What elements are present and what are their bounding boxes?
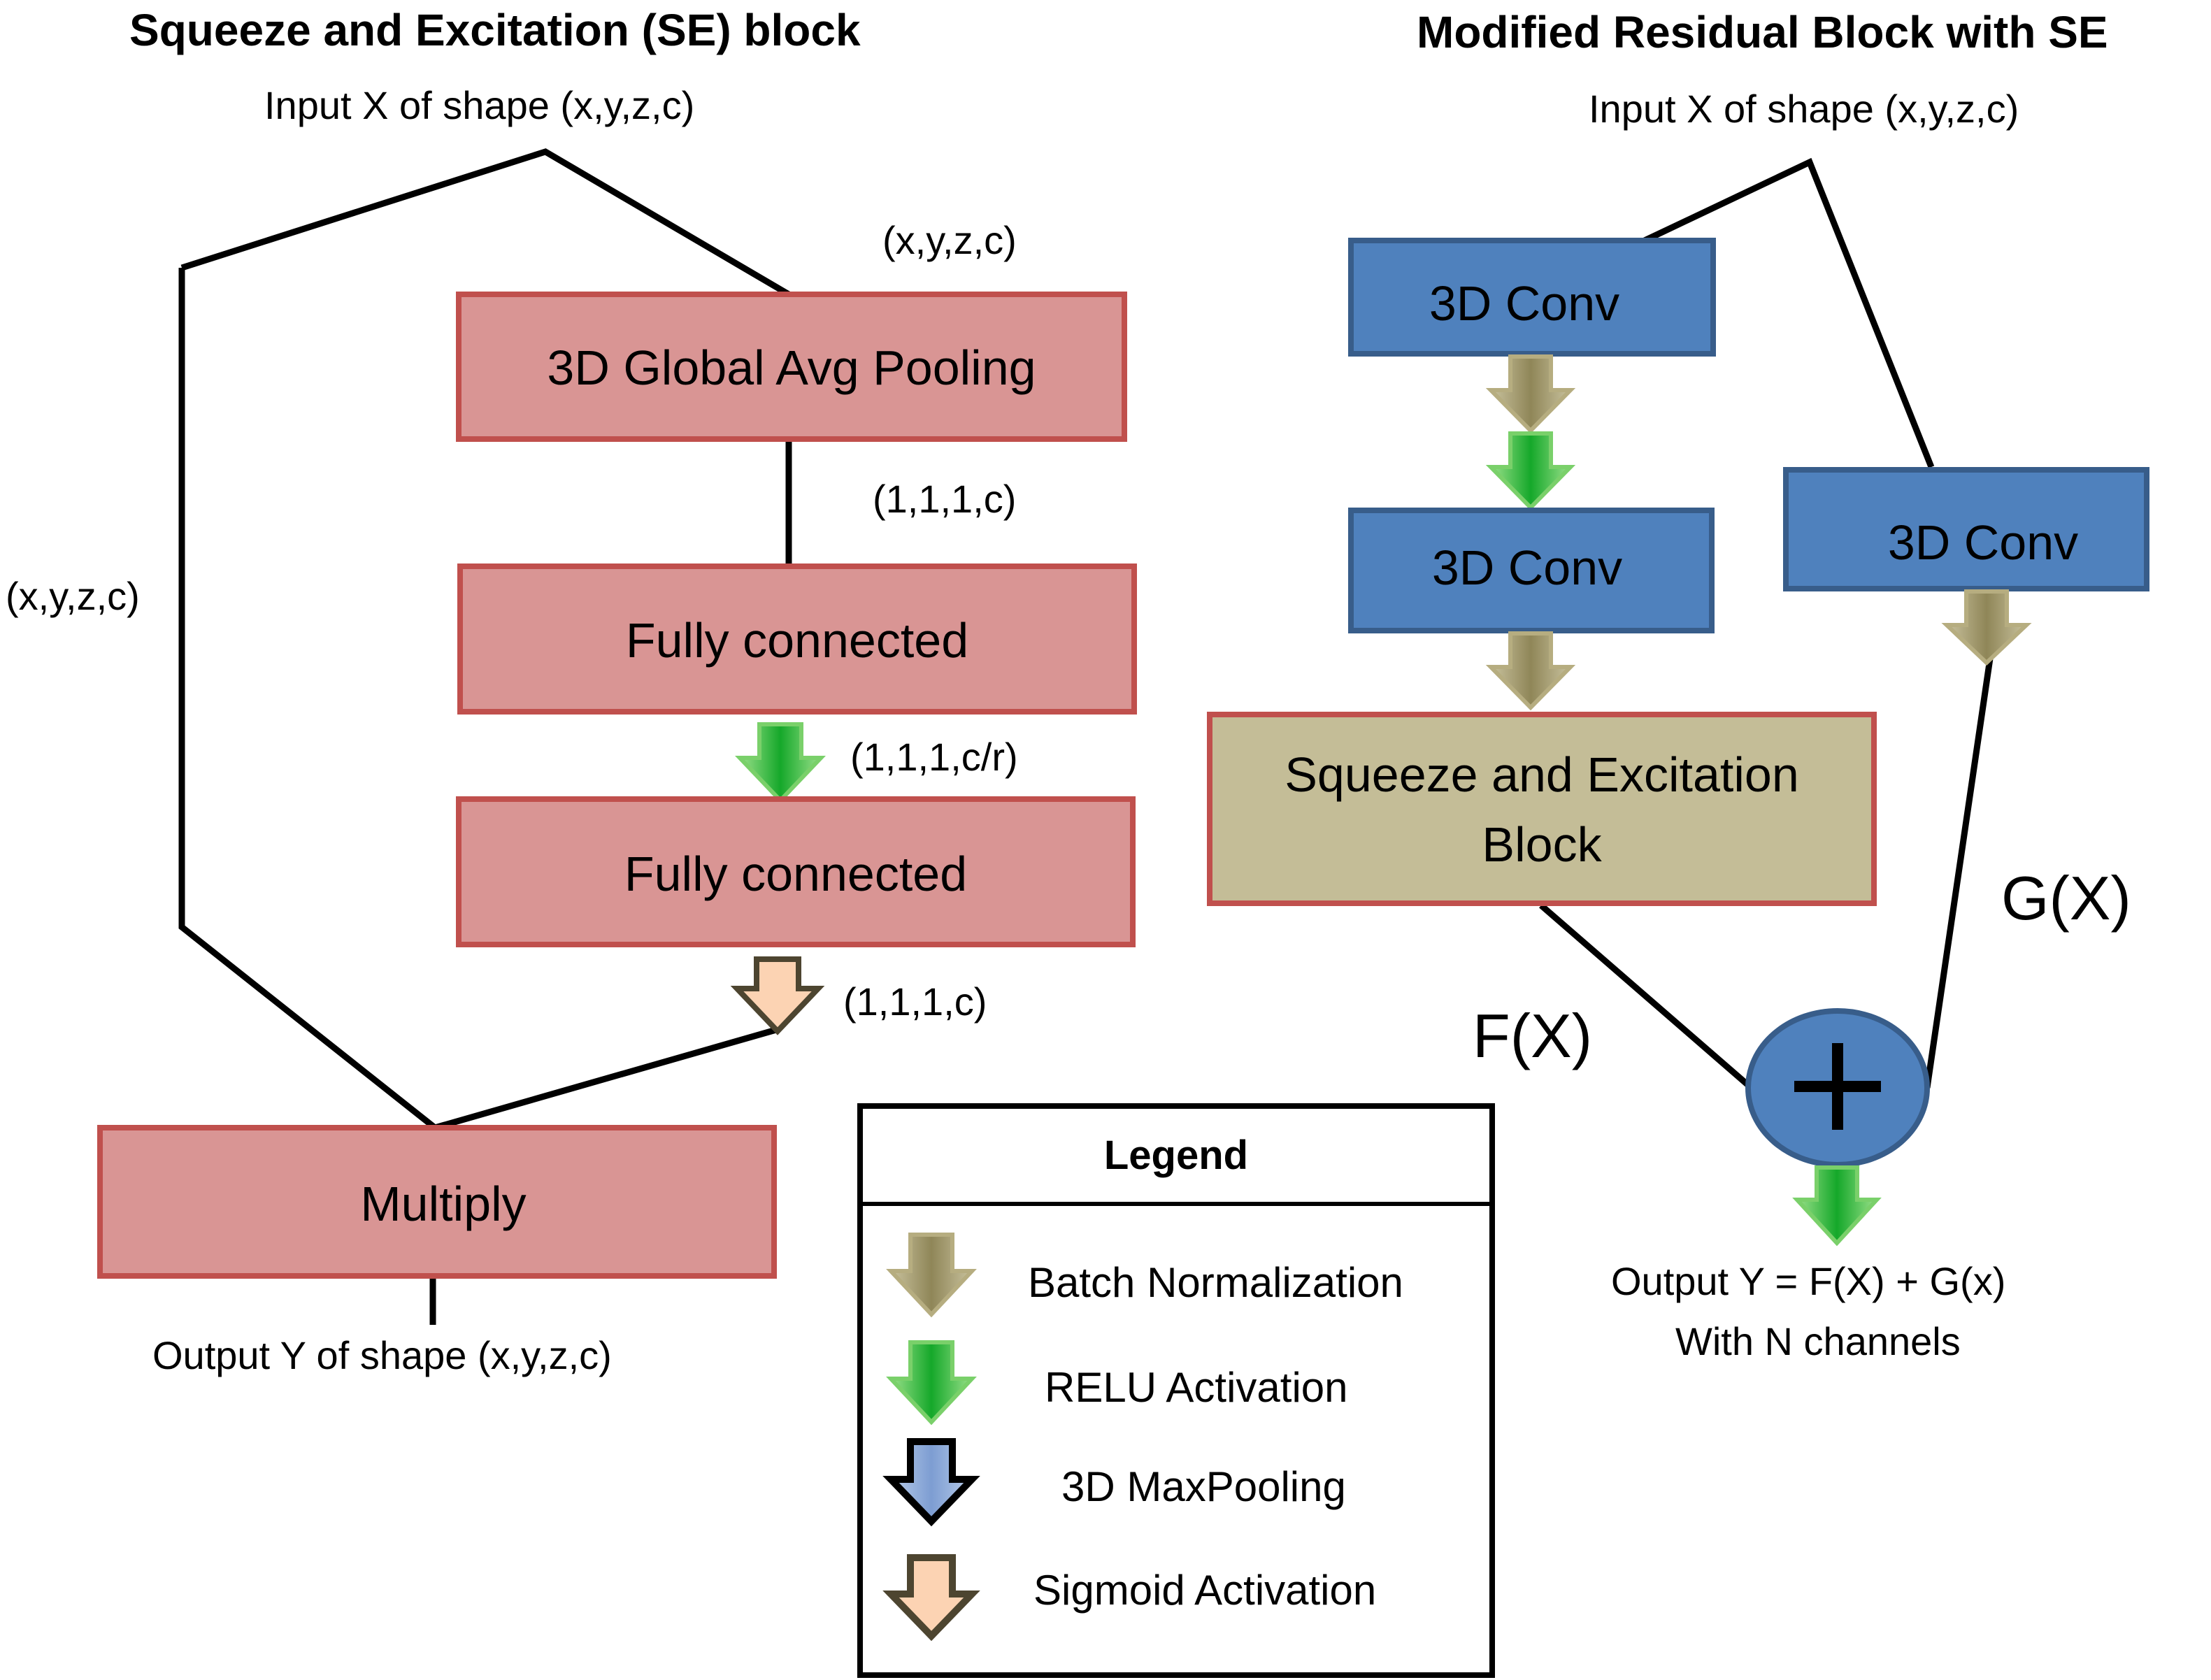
se-block-box bbox=[1207, 712, 1877, 906]
residual-connector-lines bbox=[1539, 157, 1994, 1089]
legend-item-batch-norm: Batch Normalization bbox=[1028, 1259, 1403, 1306]
plus-icon bbox=[1794, 1043, 1881, 1130]
se-relu-arrow-icon bbox=[735, 722, 826, 804]
se-connector-lines bbox=[178, 148, 792, 1325]
batch-norm-arrow-icon bbox=[886, 1233, 977, 1318]
pooling-box bbox=[456, 292, 1127, 442]
conv2-box bbox=[1348, 508, 1715, 633]
multiply-box-label: Multiply bbox=[360, 1177, 526, 1231]
pooling-box-label: 3D Global Avg Pooling bbox=[547, 340, 1036, 395]
legend-title: Legend bbox=[1104, 1133, 1248, 1178]
legend-box bbox=[857, 1103, 1495, 1678]
se-shape-after-pooling: (1,1,1,c) bbox=[873, 477, 1016, 521]
fc2-box-label: Fully connected bbox=[624, 847, 967, 901]
relu-arrow-icon bbox=[886, 1340, 977, 1426]
conv2-box-label: 3D Conv bbox=[1432, 540, 1622, 595]
residual-input-label: Input X of shape (x,y,z,c) bbox=[1589, 87, 2019, 131]
se-output-label: Output Y of shape (x,y,z,c) bbox=[152, 1333, 612, 1377]
multiply-box bbox=[97, 1125, 777, 1279]
residual-output-line2: With N channels bbox=[1675, 1319, 1961, 1363]
conv1-relu-arrow-icon bbox=[1485, 431, 1576, 511]
sigmoid-arrow-icon bbox=[882, 1554, 980, 1642]
output-relu-arrow-icon bbox=[1792, 1165, 1882, 1247]
fx-label: F(X) bbox=[1473, 1001, 1592, 1070]
maxpool-arrow-icon bbox=[882, 1438, 980, 1527]
conv-skip-batch-norm-arrow-icon bbox=[1941, 589, 2032, 666]
se-sigmoid-arrow-icon bbox=[730, 956, 825, 1035]
conv-skip-box bbox=[1783, 467, 2149, 591]
conv1-batch-norm-arrow-icon bbox=[1485, 354, 1576, 434]
se-block-box-line1: Squeeze and Excitation bbox=[1285, 747, 1799, 802]
se-input-label: Input X of shape (x,y,z,c) bbox=[264, 83, 694, 127]
legend-item-relu: RELU Activation bbox=[1045, 1364, 1348, 1411]
conv1-box bbox=[1348, 238, 1716, 357]
gx-label: G(X) bbox=[2001, 863, 2131, 933]
se-block-title: Squeeze and Excitation (SE) block bbox=[129, 5, 861, 55]
residual-output-line1: Output Y = F(X) + G(x) bbox=[1611, 1259, 2005, 1303]
fc1-box-label: Fully connected bbox=[626, 613, 968, 668]
se-shape-after-fc1: (1,1,1,c/r) bbox=[850, 735, 1018, 779]
se-shape-after-fc2: (1,1,1,c) bbox=[843, 979, 987, 1024]
residual-block-title: Modified Residual Block with SE bbox=[1417, 7, 2108, 57]
conv-skip-box-label: 3D Conv bbox=[1888, 515, 2078, 570]
se-shape-after-input: (x,y,z,c) bbox=[882, 218, 1017, 262]
se-block-box-line2: Block bbox=[1482, 817, 1602, 872]
legend-item-sigmoid: Sigmoid Activation bbox=[1033, 1567, 1376, 1614]
legend: Legend Batch Normalization RELU Activati… bbox=[857, 1103, 1495, 1678]
legend-item-maxpool: 3D MaxPooling bbox=[1061, 1463, 1346, 1510]
se-skip-shape: (x,y,z,c) bbox=[6, 574, 140, 618]
fc2-box bbox=[456, 796, 1136, 947]
conv2-batch-norm-arrow-icon bbox=[1485, 631, 1576, 711]
fc1-box bbox=[457, 563, 1137, 715]
conv1-box-label: 3D Conv bbox=[1429, 276, 1619, 331]
